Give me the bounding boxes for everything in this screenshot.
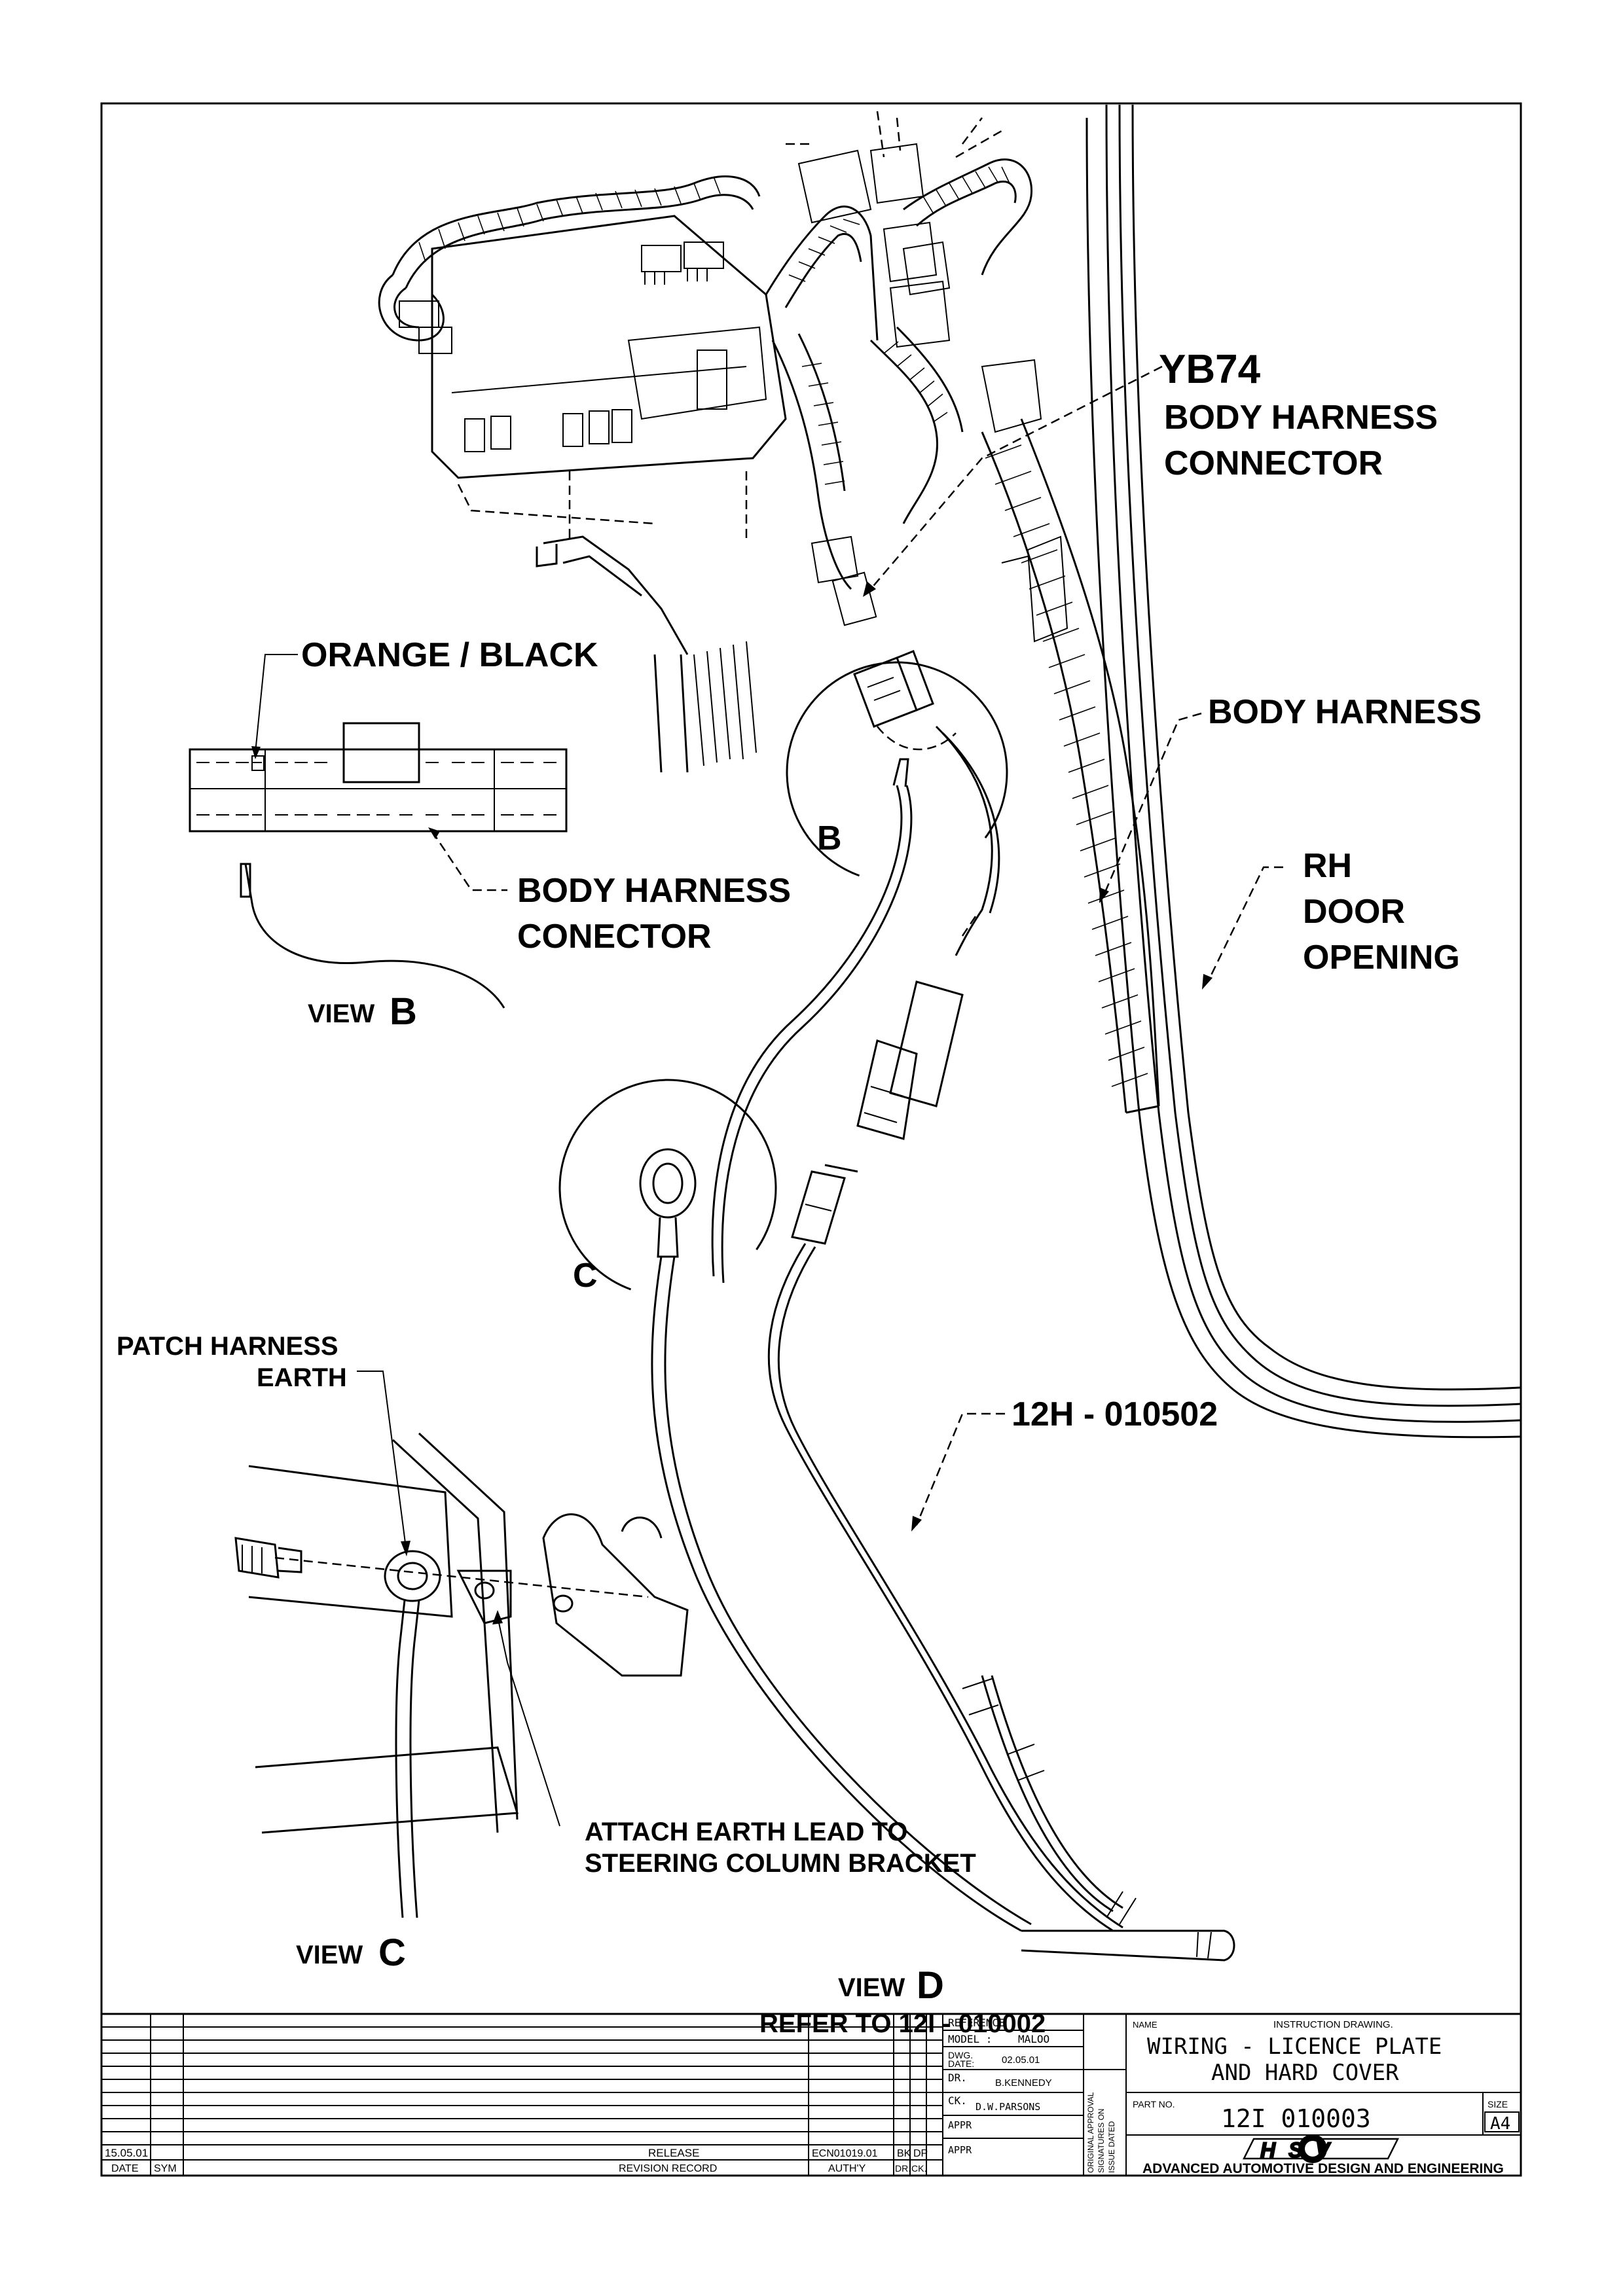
dr-value: B.KENNEDY bbox=[995, 2077, 1052, 2089]
dwg-date-value: 02.05.01 bbox=[1002, 2054, 1040, 2066]
label-rh: RH bbox=[1303, 847, 1352, 885]
appr-label-2: APPR bbox=[948, 2144, 972, 2156]
label-yb74: YB74 bbox=[1159, 347, 1261, 392]
label-view-b-word: VIEW bbox=[308, 999, 374, 1028]
label-body-harness-conector-2: CONECTOR bbox=[517, 918, 712, 956]
label-view-d-letter: D bbox=[917, 1964, 944, 2007]
label-view-c-word: VIEW bbox=[296, 1941, 363, 1969]
dwg-date-label-2: DATE: bbox=[948, 2058, 974, 2069]
hsv-logo: HSV bbox=[1242, 2134, 1400, 2163]
rev-ck: DP bbox=[913, 2148, 928, 2159]
rev-header-sym: SYM bbox=[154, 2163, 177, 2174]
svg-text:HSV: HSV bbox=[1260, 2138, 1343, 2162]
rev-date: 15.05.01 bbox=[105, 2147, 148, 2159]
size-label: SIZE bbox=[1487, 2099, 1508, 2109]
original-approval: ORIGINAL APPROVAL bbox=[1086, 2092, 1095, 2173]
connector-b bbox=[853, 650, 957, 751]
signatures-on: SIGNATURES ON bbox=[1097, 2109, 1106, 2173]
rev-authority: ECN01019.01 bbox=[812, 2148, 878, 2159]
label-yb74-desc-1: BODY HARNESS bbox=[1164, 399, 1438, 437]
part-no-label: PART NO. bbox=[1133, 2099, 1175, 2109]
label-body-harness: BODY HARNESS bbox=[1208, 693, 1482, 731]
size-value: A4 bbox=[1490, 2114, 1510, 2134]
label-circle-b: B bbox=[817, 819, 842, 857]
dwg-date-label-1: DWG. bbox=[948, 2050, 973, 2060]
label-circle-c: C bbox=[573, 1257, 598, 1295]
steering-bracket-detail bbox=[234, 1371, 689, 1918]
drawing-title-1: WIRING - LICENCE PLATE bbox=[1147, 2034, 1442, 2060]
appr-label-1: APPR bbox=[948, 2119, 972, 2131]
instruction-label: INSTRUCTION DRAWING. bbox=[1273, 2019, 1393, 2030]
label-view-d-word: VIEW bbox=[838, 1973, 905, 2002]
drawing-title-2: AND HARD COVER bbox=[1211, 2060, 1399, 2086]
label-attach-1: ATTACH EARTH LEAD TO bbox=[585, 1818, 907, 1846]
rh-door-opening-lines bbox=[1085, 104, 1522, 1439]
rev-header-ck: CK. bbox=[911, 2163, 926, 2174]
label-body-harness-conector-1: BODY HARNESS bbox=[517, 872, 791, 910]
reference-label: REFERENCE : bbox=[948, 2017, 1017, 2029]
issue-dated: ISSUE DATED bbox=[1107, 2121, 1116, 2173]
label-orange-black: ORANGE / BLACK bbox=[301, 636, 598, 674]
dashboard-harness-illustration bbox=[378, 111, 1160, 1114]
rev-header-record: REVISION RECORD bbox=[619, 2163, 717, 2174]
dr-label: DR. bbox=[948, 2072, 967, 2084]
model-value: MALOO bbox=[1018, 2033, 1049, 2045]
rev-header-date: DATE bbox=[111, 2163, 138, 2174]
detail-circle-b bbox=[786, 661, 1008, 884]
part-no: 12I 010003 bbox=[1221, 2104, 1371, 2133]
company-name: ADVANCED AUTOMOTIVE DESIGN AND ENGINEERI… bbox=[1142, 2161, 1504, 2176]
rev-description: RELEASE bbox=[648, 2147, 699, 2159]
leader-lines bbox=[863, 365, 1283, 1532]
rev-header-auth: AUTH'Y bbox=[828, 2163, 866, 2174]
label-yb74-desc-2: CONNECTOR bbox=[1164, 444, 1383, 482]
label-patch-harness-2: EARTH bbox=[257, 1363, 347, 1392]
label-part-12h: 12H - 010502 bbox=[1012, 1395, 1218, 1433]
rev-header-dr: DR. bbox=[895, 2163, 911, 2174]
label-view-b-letter: B bbox=[390, 990, 417, 1033]
label-view-c-letter: C bbox=[378, 1931, 406, 1974]
model-label: MODEL : bbox=[948, 2033, 992, 2045]
title-block: 15.05.01 RELEASE ECN01019.01 BK DP DATE … bbox=[100, 2013, 1522, 2177]
rev-dr: BK bbox=[897, 2148, 911, 2159]
label-door: DOOR bbox=[1303, 893, 1405, 931]
body-harness-connector-detail bbox=[189, 654, 568, 1009]
ck-value: D.W.PARSONS bbox=[976, 2101, 1040, 2113]
name-label: NAME bbox=[1133, 2020, 1158, 2030]
detail-circle-c bbox=[558, 1079, 777, 1297]
label-opening: OPENING bbox=[1303, 939, 1460, 977]
ck-label: CK. bbox=[948, 2094, 967, 2107]
label-patch-harness-1: PATCH HARNESS bbox=[117, 1332, 338, 1361]
patch-harness-12h-010502 bbox=[639, 725, 1235, 1962]
label-attach-2: STEERING COLUMN BRACKET bbox=[585, 1849, 976, 1878]
